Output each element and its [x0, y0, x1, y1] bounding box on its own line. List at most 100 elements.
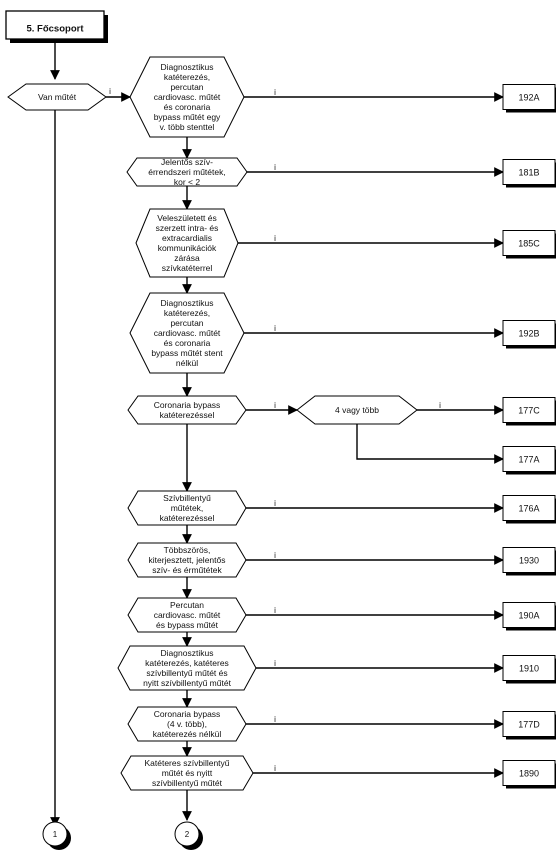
result-box-177D-label: 177D	[518, 720, 540, 730]
start-decision-label: Van műtét	[38, 92, 77, 102]
decision-7-line: szív- és érműtétek	[152, 565, 222, 575]
decision-3-line: Veleszületett és	[157, 213, 217, 223]
decision-8-line: cardiovasc. műtét	[154, 610, 221, 620]
decision-4-line: és coronaria	[164, 338, 211, 348]
decision-1-line: katéterezés,	[164, 72, 210, 82]
decision-4-line: Diagnosztikus	[161, 298, 214, 308]
decision-3-line: extracardialis	[162, 233, 212, 243]
decision-10-line: Coronaria bypass	[154, 709, 221, 719]
result-box-177C: 177C	[502, 397, 556, 426]
decision-1: Diagnosztikuskatéterezés,percutancardiov…	[129, 56, 245, 138]
decision-7: Többszörös,kiterjesztett, jelentősszív- …	[127, 542, 247, 578]
decision-9-line: szívbillentyű műtét és	[146, 668, 227, 678]
decision-1-yes-label: i	[274, 88, 276, 97]
connector-1-label: 1	[53, 830, 58, 839]
decision-10-line: (4 v. több),	[167, 719, 207, 729]
result-box-192A-label: 192A	[518, 93, 539, 103]
result-box-181B-label: 181B	[518, 168, 539, 178]
decision-10-yes-label: i	[274, 715, 276, 724]
result-box-176A: 176A	[502, 495, 556, 524]
decision-5-yes-label: i	[274, 401, 276, 410]
decision-3-yes-label: i	[274, 234, 276, 243]
result-box-192A: 192A	[502, 84, 556, 113]
start-decision: Van műtét	[7, 83, 107, 111]
result-box-176A-label: 176A	[518, 504, 539, 514]
decision-11-line: Katéteres szívbillentyű	[144, 758, 229, 768]
decision-5-line: Coronaria bypass	[154, 400, 221, 410]
decision-4-yes-label: i	[274, 324, 276, 333]
decision-4-line: bypass műtét stent	[151, 348, 223, 358]
decision-5-line: katéterezéssel	[160, 410, 215, 420]
decision-11-yes-label: i	[274, 764, 276, 773]
decision-1-line: v. több stenttel	[160, 122, 215, 132]
decision-1-line: és coronaria	[164, 102, 211, 112]
result-box-1910-label: 1910	[519, 664, 539, 674]
decision-9-line: nyitt szívbillentyű műtét	[143, 678, 232, 688]
decision-1-line: bypass műtét egy	[154, 112, 221, 122]
sub-decision-label: 4 vagy több	[335, 405, 379, 415]
decision-7-line: kiterjesztett, jelentős	[148, 555, 225, 565]
result-box-185C: 185C	[502, 230, 556, 259]
result-box-1890-label: 1890	[519, 769, 539, 779]
result-box-177A-label: 177A	[518, 455, 539, 465]
decision-9-yes-label: i	[274, 659, 276, 668]
result-box-1890: 1890	[502, 760, 556, 789]
decision-2: Jelentős szív-érrendszeri műtétek,kor < …	[126, 157, 248, 187]
decision-3-line: kommunikációk	[158, 243, 217, 253]
result-box-190A-label: 190A	[518, 611, 539, 621]
page-title: 5. Főcsoport	[26, 24, 84, 35]
decision-10: Coronaria bypass(4 v. több),katéterezés …	[127, 706, 247, 742]
result-box-177D: 177D	[502, 711, 556, 740]
decision-6-line: műtétek,	[171, 503, 204, 513]
result-box-1910: 1910	[502, 655, 556, 684]
result-box-177C-label: 177C	[518, 406, 540, 416]
decision-2-yes-label: i	[274, 163, 276, 172]
result-box-192B-label: 192B	[518, 329, 539, 339]
start-yes-label: i	[109, 87, 111, 96]
sub-decision-no-arrow	[356, 424, 504, 464]
decision-9-line: katéterezés, katéteres	[145, 658, 229, 668]
sub-decision-yes-label: i	[439, 401, 441, 410]
result-box-1930: 1930	[502, 547, 556, 576]
connector-2-label: 2	[185, 830, 190, 839]
decision-2-line: kor < 2	[174, 177, 200, 187]
decision-8-yes-label: i	[274, 606, 276, 615]
result-box-181B: 181B	[502, 159, 556, 188]
decision-2-line: Jelentős szív-	[161, 157, 213, 167]
decision-4-line: cardiovasc. műtét	[154, 328, 221, 338]
decision-2-line: érrendszeri műtétek,	[148, 167, 225, 177]
decision-11-line: szívbillentyű műtét	[152, 778, 223, 788]
connector-1: 1	[42, 821, 71, 850]
decision-4-line: katéterezés,	[164, 308, 210, 318]
decision-11-line: műtét és nyitt	[162, 768, 213, 778]
decision-chain: Diagnosztikuskatéterezés,percutancardiov…	[117, 56, 556, 821]
result-box-1930-label: 1930	[519, 556, 539, 566]
decision-4-line: nélkül	[176, 358, 198, 368]
decision-3-line: szívkatéterrel	[162, 263, 213, 273]
decision-3-line: zárása	[174, 253, 200, 263]
decision-1-line: cardiovasc. műtét	[154, 92, 221, 102]
decision-8-line: és bypass műtét	[156, 620, 219, 630]
result-box-192B: 192B	[502, 320, 556, 349]
decision-7-yes-label: i	[274, 551, 276, 560]
decision-7-line: Többszörös,	[164, 545, 211, 555]
decision-1-line: Diagnosztikus	[161, 62, 214, 72]
decision-6-line: katéterezéssel	[160, 513, 215, 523]
decision-8-line: Percutan	[170, 600, 204, 610]
decision-4: Diagnosztikuskatéterezés,percutancardiov…	[129, 292, 245, 374]
decision-4-line: percutan	[170, 318, 203, 328]
decision-6-line: Szívbillentyű	[163, 493, 211, 503]
header-box: 5. Főcsoport	[5, 10, 108, 43]
result-box-177A: 177A	[502, 446, 556, 475]
decision-6-yes-label: i	[274, 499, 276, 508]
result-box-185C-label: 185C	[518, 239, 540, 249]
decision-3-line: szerzett intra- és	[156, 223, 219, 233]
connector-2: 2	[174, 821, 203, 850]
decision-9-line: Diagnosztikus	[161, 648, 214, 658]
